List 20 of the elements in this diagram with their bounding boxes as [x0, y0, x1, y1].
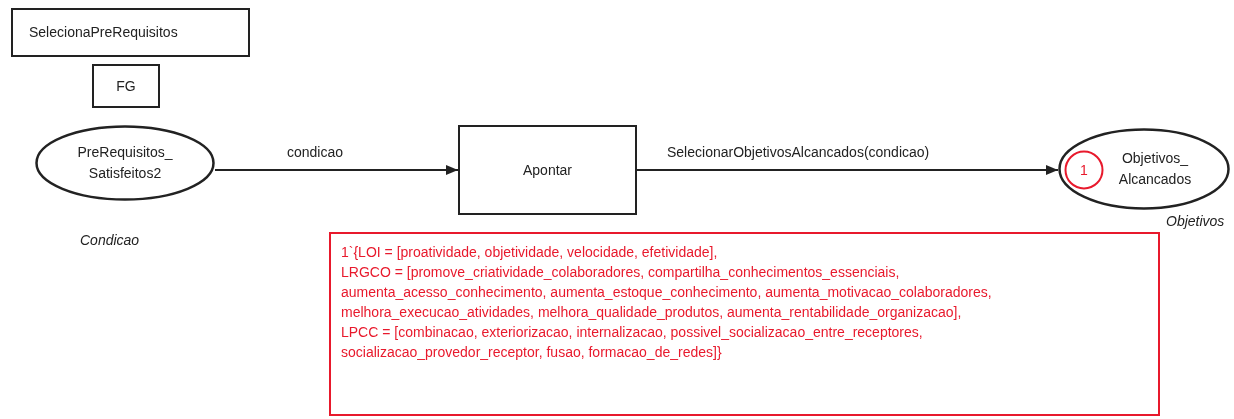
node-label: SelecionaPreRequisitos	[29, 23, 178, 42]
marking-text: 1`{LOI = [proatividade, objetividade, velocidade, efetividade],	[341, 243, 719, 262]
arrow	[636, 165, 1059, 175]
place-ellipse	[1058, 128, 1230, 210]
place-type-label: Condicao	[80, 231, 140, 250]
node-label: 1	[1080, 160, 1088, 180]
node-label: Objetivos_ Alcancados	[1117, 149, 1193, 189]
fusion-set-box	[11, 8, 250, 57]
marking-text: LRGCO = [promove_criatividade_colaboradores, compartilha_conhecimentos_essenciais, aumenta_acesso_conhecimento, aumenta_estoque_conhecimento, aumenta_motivacao_colaboradores, melhora_execucao_atividades, melhora_qualidade_produtos, aumenta_rentabilidade_organizacao],	[341, 263, 993, 322]
transition-box	[458, 125, 637, 215]
node-label: FG	[116, 76, 136, 96]
place-ellipse	[35, 125, 215, 201]
fusion-tag-box	[92, 64, 160, 108]
token-count-circle	[1064, 150, 1104, 190]
place-type-label: Objetivos	[1166, 212, 1225, 231]
marking-text: LPCC = [combinacao, exteriorizacao, internalizacao, possivel_socializacao_entre_receptores, socializacao_provedor_receptor, fusao, formacao_de_redes]}	[341, 323, 924, 362]
arrow	[214, 165, 459, 175]
node-label: PreRequisitos_ Satisfeitos2	[76, 143, 174, 183]
node-label: Apontar	[522, 160, 572, 180]
marking-box	[329, 232, 1160, 416]
